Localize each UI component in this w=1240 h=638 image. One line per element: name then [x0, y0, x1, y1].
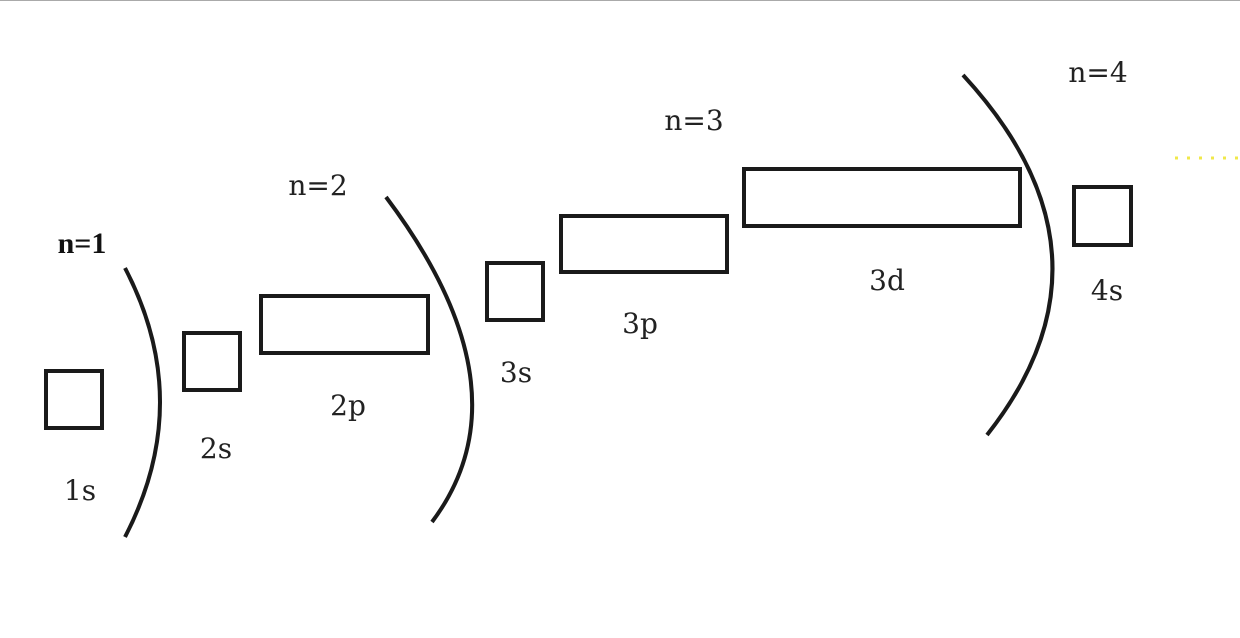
shell-boundary-1	[123, 267, 162, 538]
orbital-label-2s: 2s	[200, 432, 232, 465]
shell-label-n3: n=3	[664, 104, 723, 137]
orbital-box-2p	[259, 294, 430, 355]
shell-label-n1: n=1	[58, 227, 107, 260]
orbital-box-2s	[182, 331, 242, 392]
top-border	[0, 0, 1240, 1]
orbital-box-1s	[44, 369, 104, 430]
orbital-label-4s: 4s	[1091, 274, 1123, 307]
shell-boundary-3	[961, 73, 1055, 437]
orbital-label-3p: 3p	[622, 307, 658, 340]
shell-label-n4: n=4	[1068, 56, 1127, 89]
orbital-box-3d	[742, 167, 1022, 228]
orbital-label-2p: 2p	[330, 389, 366, 422]
orbital-label-1s: 1s	[64, 474, 96, 507]
shell-boundary-2	[384, 195, 475, 524]
orbital-label-3d: 3d	[869, 264, 905, 297]
shell-label-n2: n=2	[288, 169, 347, 202]
orbital-box-3p	[559, 214, 729, 274]
orbital-label-3s: 3s	[500, 356, 532, 389]
orbital-box-3s	[485, 261, 545, 322]
orbital-box-4s	[1072, 185, 1133, 247]
